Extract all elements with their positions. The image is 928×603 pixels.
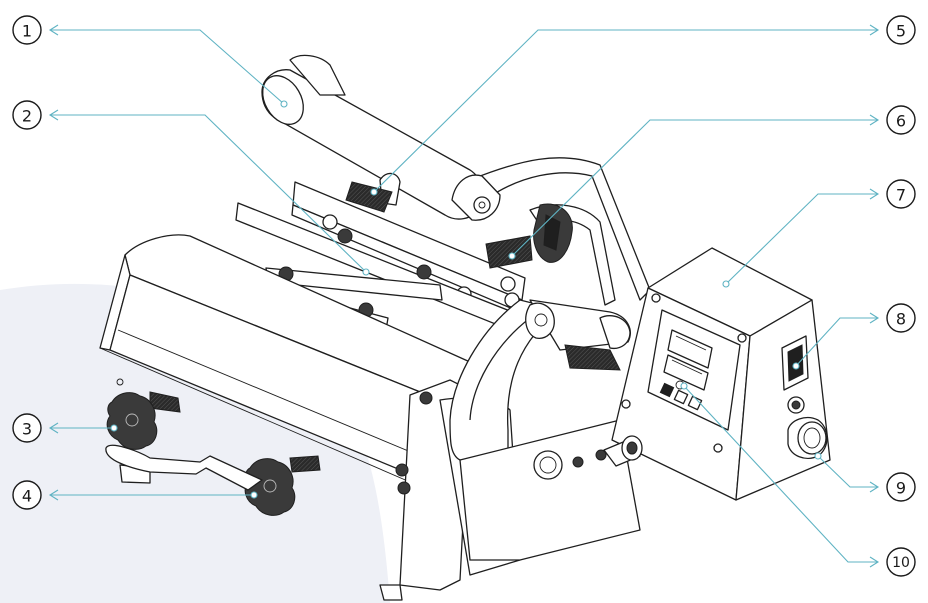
- leader-8: [795, 317, 878, 367]
- star-knob-lower: [244, 455, 321, 516]
- leader-2: [50, 114, 367, 273]
- callout-7-label: 7: [896, 186, 906, 205]
- heat-strap-right: [485, 235, 533, 269]
- leader-5: [373, 29, 878, 193]
- callout-3-label: 3: [22, 420, 32, 439]
- handle-bar: [261, 54, 501, 221]
- callout-1: 1: [12, 15, 42, 45]
- callout-4: 4: [12, 480, 42, 510]
- callout-1-label: 1: [22, 22, 32, 41]
- callout-10-label: 10: [892, 555, 910, 571]
- callout-labels: 1 2 3 4 5 6 7 8: [12, 15, 916, 577]
- lower-platen: [99, 234, 479, 483]
- callout-10: 10: [886, 547, 916, 577]
- leader-10: [683, 385, 878, 563]
- cable-gland: [787, 416, 828, 459]
- callout-2-label: 2: [22, 107, 32, 126]
- callout-9-label: 9: [896, 479, 906, 498]
- callout-4-label: 4: [22, 487, 32, 506]
- callout-3: 3: [12, 413, 42, 443]
- callout-5: 5: [886, 15, 916, 45]
- leader-9: [817, 455, 878, 488]
- pivot-arm: [525, 299, 631, 371]
- leader-6: [511, 119, 878, 257]
- pressure-knob: [533, 203, 573, 263]
- callout-8-label: 8: [896, 310, 906, 329]
- callout-8: 8: [886, 303, 916, 333]
- callout-9: 9: [886, 472, 916, 502]
- heat-strap-left: [345, 181, 393, 213]
- mug-press-machine: [99, 54, 831, 601]
- callout-2: 2: [12, 100, 42, 130]
- leader-7: [725, 193, 878, 285]
- control-box: [603, 247, 831, 501]
- callout-6: 6: [886, 105, 916, 135]
- side-connector: [603, 435, 643, 467]
- leader-1: [50, 29, 285, 105]
- callout-7: 7: [886, 179, 916, 209]
- callout-5-label: 5: [896, 22, 906, 41]
- callout-6-label: 6: [896, 112, 906, 131]
- star-knob-upper: [106, 391, 181, 450]
- clamp-rail: [105, 444, 263, 491]
- main-frame: [449, 299, 641, 561]
- callout-leaders: [48, 24, 880, 568]
